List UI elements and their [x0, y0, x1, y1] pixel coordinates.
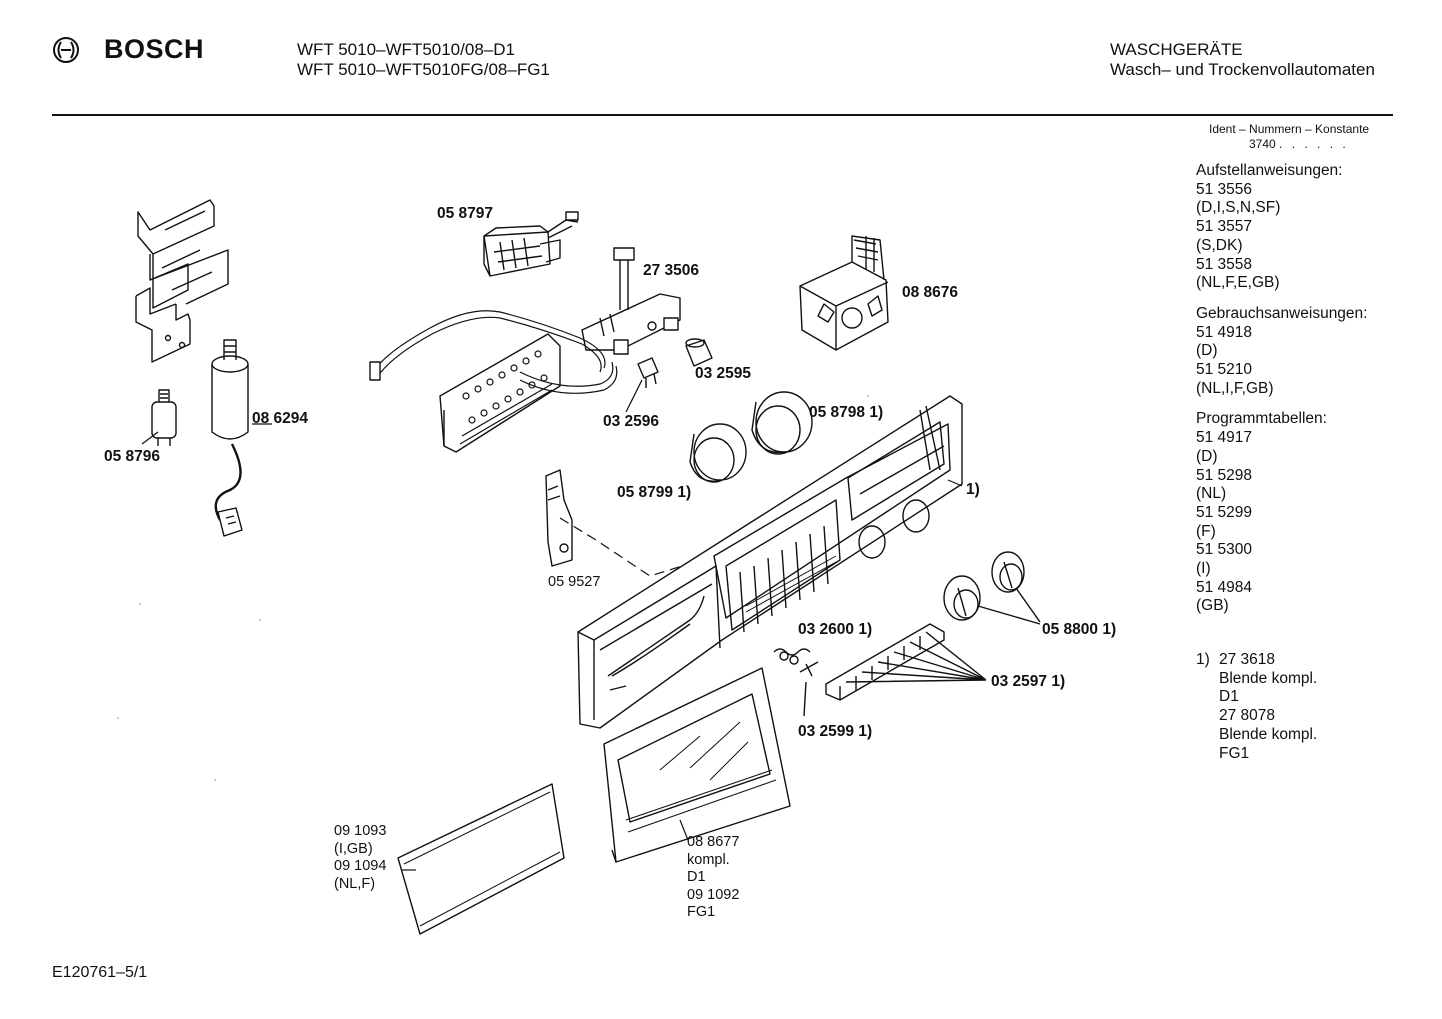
- ident-dots: . . . . . .: [1279, 137, 1349, 151]
- footnote-line: Blende kompl.: [1219, 669, 1318, 687]
- category-line-2: Wasch– und Trockenvollautomaten: [1110, 60, 1375, 79]
- part-label-line: (I,GB): [334, 840, 373, 857]
- ident-title: Ident – Nummern – Konstante: [1209, 122, 1370, 136]
- circuit-board-main: [369, 310, 618, 453]
- document-line: 51 3556: [1196, 180, 1253, 198]
- selector-switch: [483, 211, 579, 277]
- part-label-058800: 05 8800 1): [1042, 621, 1117, 638]
- category-line-1: WASCHGERÄTE: [1110, 40, 1243, 59]
- model-designation: WFT 5010–WFT5010/08–D1 WFT 5010–WFT5010F…: [297, 40, 550, 80]
- capacitor-small: [151, 389, 177, 446]
- detergent-drawer-cover: [603, 667, 791, 863]
- part-label-032600: 03 2600 1): [798, 621, 873, 638]
- header-rule: [52, 114, 1393, 116]
- document-group-title: Programmtabellen:: [1196, 410, 1327, 428]
- document-group: Gebrauchsanweisungen: 51 4918 (D) 51 521…: [1196, 305, 1367, 399]
- circuit-board-upper: [581, 247, 681, 355]
- return-spring: [773, 648, 811, 665]
- bosch-logo-icon: [53, 36, 79, 63]
- model-line-2: WFT 5010–WFT5010FG/08–FG1: [297, 60, 550, 79]
- document-group-title: Gebrauchsanweisungen:: [1196, 304, 1368, 322]
- ident-block: Ident – Nummern – Konstante 3740 . . . .…: [1209, 122, 1369, 152]
- part-label-line: 09 1094: [334, 858, 387, 874]
- document-line: 51 5300: [1196, 541, 1253, 559]
- inscription-pane: [397, 783, 565, 935]
- lamp-holder: [685, 338, 713, 367]
- appliance-category: WASCHGERÄTE Wasch– und Trockenvollautoma…: [1110, 40, 1375, 80]
- brand: BOSCH: [52, 34, 204, 65]
- part-label-058798: 05 8798 1): [809, 404, 884, 421]
- part-label-091093: 09 1093 (I,GB) 09 1094 (NL,F): [334, 823, 386, 893]
- document-group: Programmtabellen: 51 4917 (D) 51 5298 (N…: [1196, 410, 1367, 616]
- document-line: 51 3557: [1196, 218, 1253, 236]
- control-panel-fascia: [577, 395, 963, 729]
- document-line: (S,DK): [1196, 236, 1243, 254]
- part-label-058799: 05 8799 1): [617, 484, 692, 501]
- pushbutton-strip: [825, 623, 987, 701]
- document-line: 51 3558: [1196, 255, 1253, 273]
- lamp: [637, 357, 659, 388]
- part-label-058797: 05 8797: [437, 205, 494, 222]
- document-line: (I): [1196, 560, 1211, 578]
- footnote-line: Blende kompl.: [1219, 725, 1318, 743]
- document-line: 51 5298: [1196, 466, 1253, 484]
- model-line-1: WFT 5010–WFT5010/08–D1: [297, 40, 515, 59]
- part-label-058796: 05 8796: [104, 448, 161, 465]
- part-label-032597: 03 2597 1): [991, 673, 1066, 690]
- part-label-line: 09 1092: [687, 886, 740, 903]
- rotary-knob-left: [943, 575, 981, 621]
- part-label-line: D1: [687, 869, 706, 885]
- footnote-line: D1: [1219, 688, 1239, 706]
- part-label-line: (NL,F): [334, 875, 376, 892]
- document-group-title: Aufstellanweisungen:: [1196, 162, 1343, 179]
- part-label-line: 09 1093: [334, 823, 387, 839]
- part-label-086294: 08 6294: [252, 410, 309, 427]
- document-line: (D): [1196, 342, 1218, 360]
- knob-ring-large: [751, 391, 813, 455]
- part-label-088677: 08 8677 kompl. D1 09 1092 FG1: [687, 834, 739, 922]
- footnote-line: 27 8078: [1219, 707, 1276, 725]
- document-line: (NL,I,F,GB): [1196, 379, 1274, 397]
- drawing-id: E120761–5/1: [52, 964, 148, 981]
- document-line: (NL): [1196, 485, 1227, 503]
- capacitor-large: [211, 339, 249, 537]
- document-line: 51 4917: [1196, 429, 1253, 447]
- part-label-032599: 03 2599 1): [798, 723, 873, 740]
- dash-line: [559, 517, 715, 577]
- document-line: 51 5210: [1196, 361, 1253, 379]
- guide-pin: [799, 661, 819, 717]
- exploded-view-drawing: [117, 199, 1041, 935]
- programme-timer: [799, 235, 889, 351]
- part-label-line: 08 8677: [687, 834, 740, 850]
- part-label-273506: 27 3506: [643, 262, 700, 279]
- slide-guide: [545, 469, 573, 567]
- part-label-line: kompl.: [687, 851, 730, 868]
- part-label-panel: 1): [966, 481, 980, 498]
- scan-specks: [117, 395, 869, 781]
- document-line: 51 4918: [1196, 323, 1253, 341]
- mounting-bracket: [135, 199, 229, 363]
- part-label-032595: 03 2595: [695, 365, 752, 382]
- document-line: (NL,F,E,GB): [1196, 274, 1280, 292]
- document-line: 51 4984: [1196, 578, 1253, 596]
- brand-name: BOSCH: [104, 34, 205, 64]
- rotary-knob-right: [991, 551, 1025, 593]
- document-line: (GB): [1196, 597, 1229, 615]
- footnote-line: 27 3618: [1219, 651, 1276, 668]
- part-label-line: FG1: [687, 904, 716, 920]
- document-line: (D): [1196, 447, 1218, 465]
- part-label-032596: 03 2596: [603, 413, 660, 430]
- part-label-088676: 08 8676: [902, 284, 959, 301]
- ident-value: 3740: [1249, 137, 1276, 151]
- document-line: (F): [1196, 522, 1216, 540]
- footnote: 1) 27 3618 Blende kompl. D1 27 8078 Blen…: [1196, 651, 1317, 763]
- document-line: (D,I,S,N,SF): [1196, 199, 1281, 217]
- footnote-line: FG1: [1219, 744, 1250, 762]
- document-group: Aufstellanweisungen: 51 3556 (D,I,S,N,SF…: [1196, 162, 1367, 293]
- knob-ring-small: [689, 423, 747, 483]
- footnote-marker: 1): [1196, 651, 1210, 668]
- document-line: 51 5299: [1196, 503, 1253, 521]
- document-list: Aufstellanweisungen: 51 3556 (D,I,S,N,SF…: [1196, 162, 1367, 628]
- part-label-059527: 05 9527: [548, 574, 601, 590]
